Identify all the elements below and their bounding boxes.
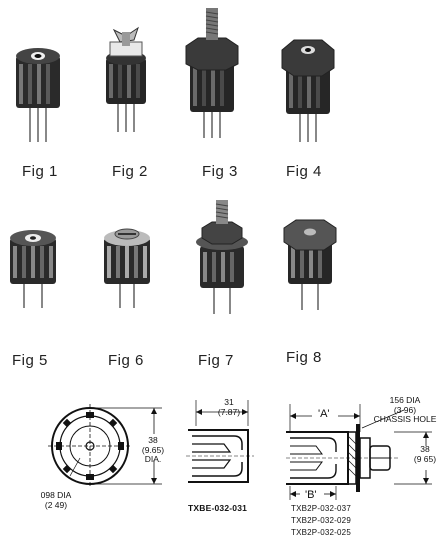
top-view-hole-mm: (2 49)	[44, 499, 68, 510]
txb2p-part-number: TXB2P-032-025	[291, 528, 351, 537]
fig6-trimmer-photo	[104, 228, 150, 308]
txb2p-part-list: TXB2P-032-037 TXB2P-032-029 TXB2P-032-02…	[291, 503, 351, 539]
txbe-width-in: 31	[224, 397, 234, 407]
chassis-hole-dia: 156 DIA	[389, 395, 421, 405]
txb2p-height: 38 (9 65)	[410, 444, 440, 464]
chassis-hole-note: 156 DIA (3 96) CHASSIS HOLE	[366, 395, 444, 425]
fig7-trimmer-photo	[196, 200, 248, 314]
txb2p-side-drawing	[286, 404, 432, 500]
dimension-b-label: 'B'	[305, 489, 317, 501]
txbe-width: 31 (7.87)	[212, 397, 246, 417]
txb2p-height-in: 38	[420, 444, 430, 454]
fig7-caption: Fig 7	[198, 352, 234, 369]
fig8-trimmer-photo	[283, 219, 337, 310]
txb2p-height-mm: (9 65)	[413, 453, 437, 464]
top-view-height: 38 (9.65) DIA.	[138, 435, 168, 465]
fig2-caption: Fig 2	[112, 163, 148, 180]
fig2-trimmer-photo	[106, 26, 146, 132]
chassis-hole-mm: (3 96)	[393, 404, 417, 415]
fig1-trimmer-photo	[16, 48, 60, 142]
fig6-caption: Fig 6	[108, 352, 144, 369]
fig3-trimmer-photo	[185, 8, 239, 138]
top-view-dia-label: DIA.	[144, 454, 162, 464]
fig8-caption: Fig 8	[286, 349, 322, 366]
fig3-caption: Fig 3	[202, 163, 238, 180]
fig4-caption: Fig 4	[286, 163, 322, 180]
fig1-caption: Fig 1	[22, 163, 58, 180]
fig5-caption: Fig 5	[12, 352, 48, 369]
fig5-trimmer-photo	[10, 230, 56, 308]
chassis-hole-label: CHASSIS HOLE	[373, 414, 437, 424]
top-view-height-mm: (9.65)	[141, 444, 165, 455]
txbe-side-drawing	[186, 400, 254, 483]
top-view-height-in: 38	[148, 435, 158, 445]
txb2p-part-number: TXB2P-032-029	[291, 516, 351, 525]
top-view-hole-in: 098 DIA	[40, 490, 72, 500]
dimension-a-label: 'A'	[318, 408, 330, 420]
fig4-trimmer-photo	[281, 39, 335, 142]
txbe-width-mm: (7.87)	[217, 406, 241, 417]
top-view-drawing	[48, 404, 162, 488]
txb2p-part-number: TXB2P-032-037	[291, 504, 351, 513]
txbe-part-number: TXBE-032-031	[188, 503, 248, 513]
top-view-hole: 098 DIA (2 49)	[34, 490, 78, 510]
